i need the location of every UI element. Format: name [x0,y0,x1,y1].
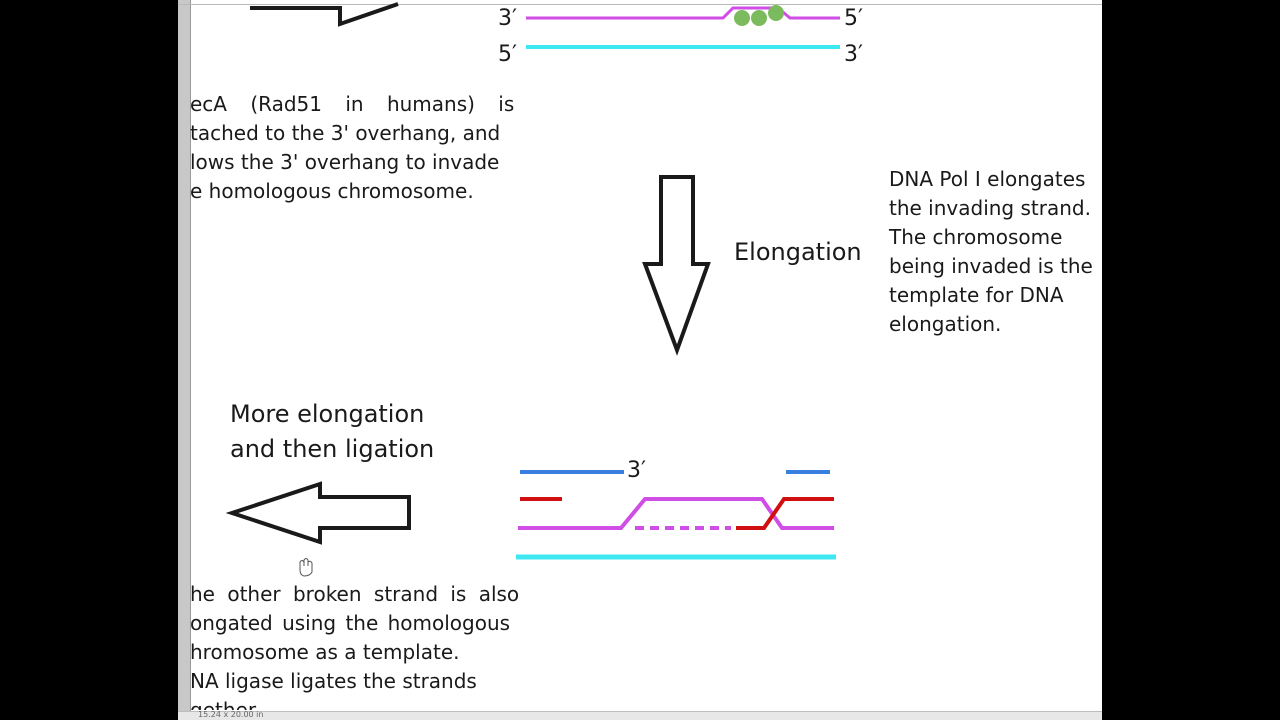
pol-line-5: template for DNA [889,283,1064,307]
bottom-strand-label-3prime-right: 3′ [844,42,863,67]
pol-line-6: elongation. [889,312,1002,336]
recA-line-4: e homologous chromosome. [190,179,474,203]
dna-pol-description: DNA Pol I elongates the invading strand.… [889,165,1093,339]
elongation-label: Elongation [734,238,862,266]
top-magenta-strand [526,6,840,20]
other-line-5: gether. [190,698,261,710]
ligation-arrow [225,481,411,545]
recA-line-2: tached to the 3' overhang, and [190,121,501,145]
top-strand-label-3prime-left: 3′ [498,6,517,31]
more-elongation-line-2: and then ligation [230,435,435,463]
other-line-4: NA ligase ligates the strands [190,669,477,693]
status-bar: 15.24 x 20.00 in [178,710,1102,720]
recA-line-3: lows the 3' overhang to invade [190,150,500,174]
other-line-3: hromosome as a template. [190,640,460,664]
recA-description: ecA (Rad51 in humans) is tached to the 3… [190,90,515,206]
bottom-red-strand-crossover [736,497,834,530]
other-line-1: he other broken strand is also [190,582,520,606]
more-elongation-label: More elongation and then ligation [230,397,434,467]
partial-left-arrow-top [250,2,399,27]
pol-line-2: the invading strand. [889,196,1091,220]
hand-cursor-icon [299,558,313,577]
top-border [178,4,1102,5]
document-size-readout: 15.24 x 20.00 in [198,710,264,719]
recA-protein-3 [768,5,784,21]
top-strand-label-5prime-right: 5′ [844,6,863,31]
bottom-strand-label-5prime-left: 5′ [498,42,517,67]
recA-protein-2 [751,10,767,26]
elongation-arrow [642,175,711,356]
pol-line-1: DNA Pol I elongates [889,167,1086,191]
more-elongation-line-1: More elongation [230,400,425,428]
document-canvas: 3′ 5′ 5′ 3′ ecA (Rad51 in humans) is tac… [178,0,1102,720]
pol-line-3: The chromosome [889,225,1063,249]
pol-line-4: being invaded is the [889,254,1093,278]
recombination-diagram [225,2,840,577]
recA-protein-1 [734,10,750,26]
left-ruler [178,0,191,720]
other-strand-description: he other broken strand is also ongated u… [190,580,524,710]
bottom-invading-3prime-label: 3′ [627,458,646,483]
bottom-magenta-strand-main [518,497,834,530]
other-line-2: ongated using the homologous [190,611,511,635]
recA-line-1: ecA (Rad51 in humans) is [190,92,515,116]
